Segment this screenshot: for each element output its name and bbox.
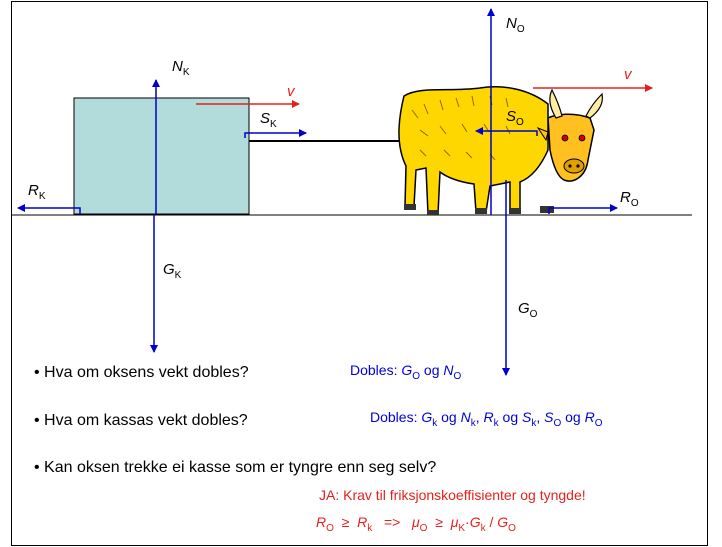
answer-ox-weight: Dobles: GO og NO	[350, 362, 462, 382]
question-ox-weight: • Hva om oksens vekt dobles?	[34, 364, 249, 381]
crate-box	[73, 97, 250, 215]
arrow-S-O	[475, 127, 538, 136]
arrow-R-K	[17, 204, 81, 214]
slide-frame	[11, 1, 708, 546]
ox-image	[398, 86, 603, 215]
label-N-O: NO	[506, 15, 525, 35]
label-S-K: SK	[260, 110, 277, 130]
label-S-O: SO	[506, 108, 524, 128]
label-v-left: v	[287, 83, 295, 100]
label-v-right: v	[624, 66, 632, 83]
arrow-R-O	[548, 204, 618, 214]
answer-inequality: RO ≥ Rk => μO ≥ μK·Gk / GO	[316, 514, 516, 534]
answer-requirement: JA: Krav til friksjonskoeffisienter og t…	[319, 487, 586, 503]
answer-box-weight: Dobles: Gk og Nk, Rk og Sk, SO og RO	[370, 409, 603, 429]
question-box-weight: • Hva om kassas vekt dobles?	[34, 412, 248, 429]
arrow-S-K	[244, 129, 307, 138]
label-R-K: RK	[28, 182, 46, 202]
label-G-O: GO	[518, 300, 538, 320]
label-N-K: NK	[172, 58, 190, 78]
question-heavier-box: • Kan oksen trekke ei kasse som er tyngr…	[34, 459, 437, 476]
label-G-K: GK	[163, 261, 182, 281]
label-R-O: RO	[620, 189, 639, 209]
